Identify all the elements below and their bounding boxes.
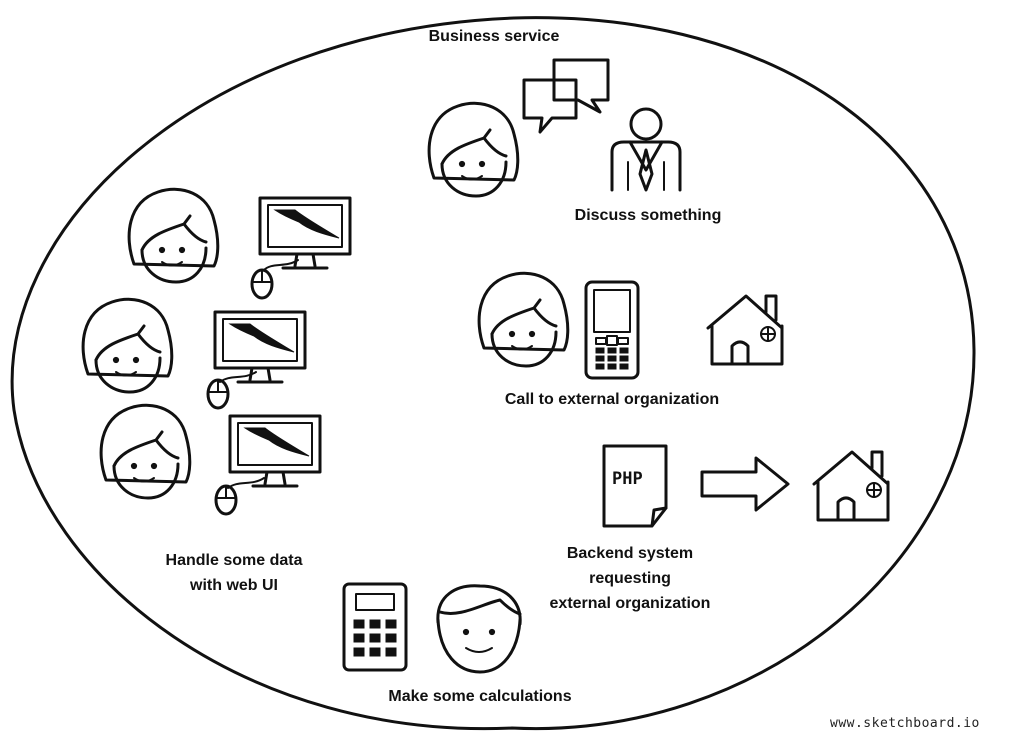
computer-monitor-icon [258,196,352,270]
speech-bubbles-icon [522,58,610,134]
webui-label-line: Handle some data [165,552,303,569]
woman-face-icon [127,187,220,284]
computer-mouse-icon [214,484,238,516]
computer-monitor-icon [213,310,307,384]
arrow-right-icon [700,456,790,512]
backend-label: Backend system requesting external organ… [520,541,740,616]
discuss-label: Discuss something [574,207,722,224]
webui-label: Handle some data with web UI [134,548,334,598]
calc-label: Make some calculations [388,688,572,705]
computer-mouse-icon [206,378,230,410]
businessman-icon [610,107,682,192]
backend-label-line: Backend system [566,545,694,562]
diagram-title: Business service [428,28,560,45]
php-file-label: PHP [612,469,643,489]
watermark: www.sketchboard.io [830,716,980,731]
business-service-boundary [10,16,976,731]
woman-face-icon [81,297,174,394]
woman-face-icon [99,403,192,500]
man-face-icon [436,584,522,674]
computer-monitor-icon [228,414,322,488]
mobile-phone-icon [584,280,640,380]
computer-mouse-icon [250,268,274,300]
backend-label-line: requesting [589,570,671,587]
backend-label-line: external organization [549,595,711,612]
webui-label-line: with web UI [190,577,278,594]
calculator-icon [342,582,408,672]
woman-face-icon [477,271,570,368]
house-icon [706,294,784,366]
house-icon [812,450,890,522]
call-label: Call to external organization [504,391,720,408]
mouse-cable [263,259,299,271]
woman-face-icon [427,101,520,198]
php-file-icon: PHP [602,444,668,528]
